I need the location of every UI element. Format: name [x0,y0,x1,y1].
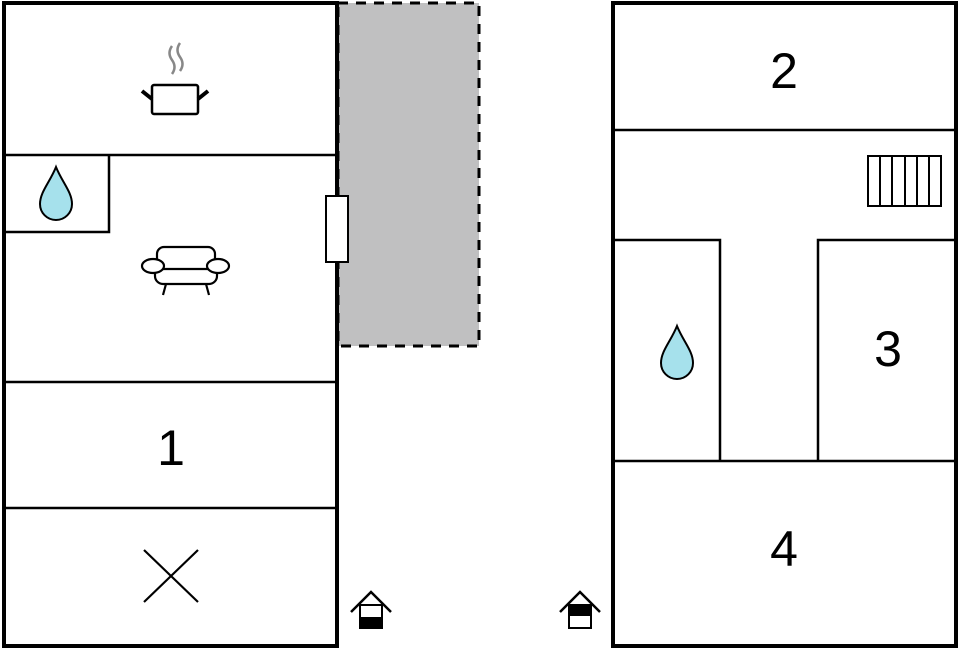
wall-bathroom [4,155,111,234]
ground-floor-outer-wall [2,1,339,648]
house-ground-floor-icon [350,590,392,629]
room-label-2: 2 [770,43,798,99]
house-upper-floor-icon [559,590,601,629]
sofa-icon [140,245,231,296]
wall-bedroom-3 [816,238,956,461]
upper-floor-outer-wall [611,1,958,648]
water-drop-icon [38,164,74,221]
ground-floor: 1 [2,1,349,648]
cooking-pot-icon [140,42,210,116]
terrace [336,1,481,348]
room-label-3: 3 [874,321,902,377]
wall-bathroom-upper [613,238,722,461]
water-drop-icon [659,323,695,380]
terrace-door [325,195,349,263]
cross-icon [143,549,199,603]
upper-floor: 2 3 4 [611,1,958,648]
stairs-icon [867,155,942,207]
room-label-4: 4 [770,521,798,577]
room-label-1: 1 [157,420,185,476]
